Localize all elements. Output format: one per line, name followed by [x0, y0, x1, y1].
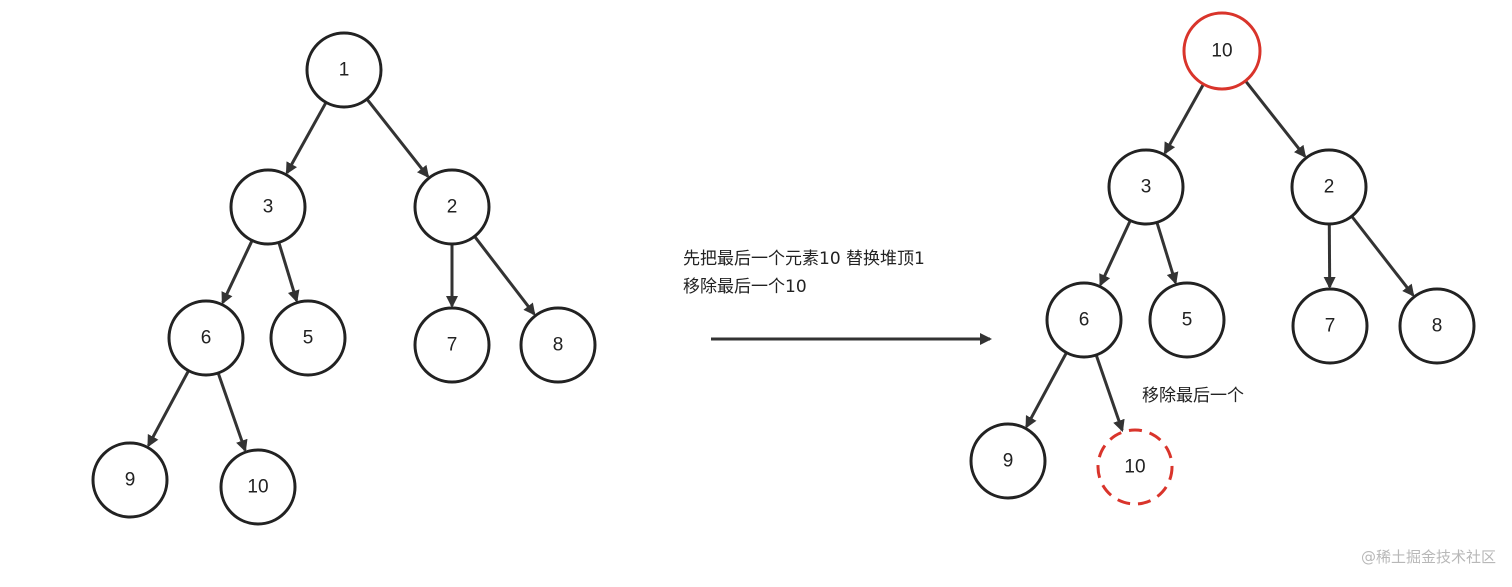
original-heap-tree: 1 3 2 6 5 7 8 9 10 [91, 31, 597, 526]
tree-node-r6: 6 [1045, 281, 1123, 359]
edge-r10top-r2 [1244, 80, 1307, 158]
tree-node-r2: 2 [1290, 148, 1368, 226]
node-label-r3: 3 [1141, 177, 1152, 198]
node-label-r2: 2 [1324, 177, 1335, 198]
edge-r3-r5 [1155, 222, 1179, 285]
tree-node-r9: 9 [969, 422, 1047, 500]
edge-r6-r10 [1095, 355, 1125, 433]
edge-n1-n2 [366, 98, 430, 178]
watermark: @稀土掘金技术社区 [1361, 548, 1496, 566]
node-circle-n7 [413, 306, 491, 384]
swapped-heap-tree: 10 3 2 6 5 7 8 9 10 [969, 11, 1476, 506]
node-circle-r2 [1290, 148, 1368, 226]
edge-n2-n8 [473, 236, 536, 316]
node-label-r6: 6 [1079, 310, 1090, 331]
tree-node-n7: 7 [413, 306, 491, 384]
remove-last-annotation: 移除最后一个 [1142, 386, 1244, 406]
node-circle-n2 [413, 168, 491, 246]
tree-node-r10top: 10 [1182, 11, 1262, 91]
edge-n6-n9 [147, 370, 190, 448]
node-circle-r10 [1096, 428, 1174, 506]
edge-n3-n6 [221, 240, 254, 305]
node-label-r10: 10 [1124, 457, 1145, 478]
node-label-r8: 8 [1432, 316, 1443, 337]
node-label-n9: 9 [125, 470, 136, 491]
node-circle-n10 [219, 448, 297, 526]
tree-node-r5: 5 [1148, 281, 1226, 359]
node-label-n1: 1 [339, 60, 350, 81]
edge-r2-r8 [1351, 216, 1415, 297]
edge-r3-r6 [1099, 220, 1132, 287]
tree-node-n2: 2 [413, 168, 491, 246]
tree-node-n6: 6 [167, 299, 245, 377]
node-label-n6: 6 [201, 328, 212, 349]
node-label-n3: 3 [263, 197, 274, 218]
tree-node-r7: 7 [1291, 287, 1369, 365]
edge-n6-n10 [217, 373, 248, 453]
node-label-r10top: 10 [1211, 41, 1232, 62]
node-circle-r6 [1045, 281, 1123, 359]
tree-node-r8: 8 [1398, 287, 1476, 365]
node-label-r7: 7 [1325, 316, 1336, 337]
tree-node-n9: 9 [91, 441, 169, 519]
node-label-n10: 10 [247, 477, 268, 498]
node-circle-r3 [1107, 148, 1185, 226]
edge-r10top-r3 [1163, 84, 1205, 155]
transition-caption-line-2: 移除最后一个10 [683, 277, 807, 297]
node-circle-r9 [969, 422, 1047, 500]
node-circle-r5 [1148, 281, 1226, 359]
tree-node-n3: 3 [229, 168, 307, 246]
tree-node-r3: 3 [1107, 148, 1185, 226]
tree-node-r10: 10 [1096, 428, 1174, 506]
tree-node-n8: 8 [519, 306, 597, 384]
node-circle-n5 [269, 299, 347, 377]
node-circle-n3 [229, 168, 307, 246]
node-circle-n6 [167, 299, 245, 377]
tree-node-n1: 1 [305, 31, 383, 109]
node-circle-n9 [91, 441, 169, 519]
node-circle-r8 [1398, 287, 1476, 365]
node-label-r9: 9 [1003, 451, 1014, 472]
node-label-r5: 5 [1182, 310, 1193, 331]
edge-n1-n3 [285, 102, 327, 175]
tree-node-n10: 10 [219, 448, 297, 526]
transition-caption: 先把最后一个元素10 替换堆顶1 移除最后一个10 [683, 249, 925, 297]
node-label-n8: 8 [553, 335, 564, 356]
node-circle-r7 [1291, 287, 1369, 365]
transition-caption-line-1: 先把最后一个元素10 替换堆顶1 [683, 249, 925, 269]
node-circle-r10top [1182, 11, 1262, 91]
node-circle-n1 [305, 31, 383, 109]
edge-r6-r9 [1025, 352, 1068, 429]
node-label-n7: 7 [447, 335, 458, 356]
node-label-n2: 2 [447, 197, 458, 218]
node-label-n5: 5 [303, 328, 314, 349]
tree-node-n5: 5 [269, 299, 347, 377]
edge-n3-n5 [277, 242, 300, 303]
node-circle-n8 [519, 306, 597, 384]
